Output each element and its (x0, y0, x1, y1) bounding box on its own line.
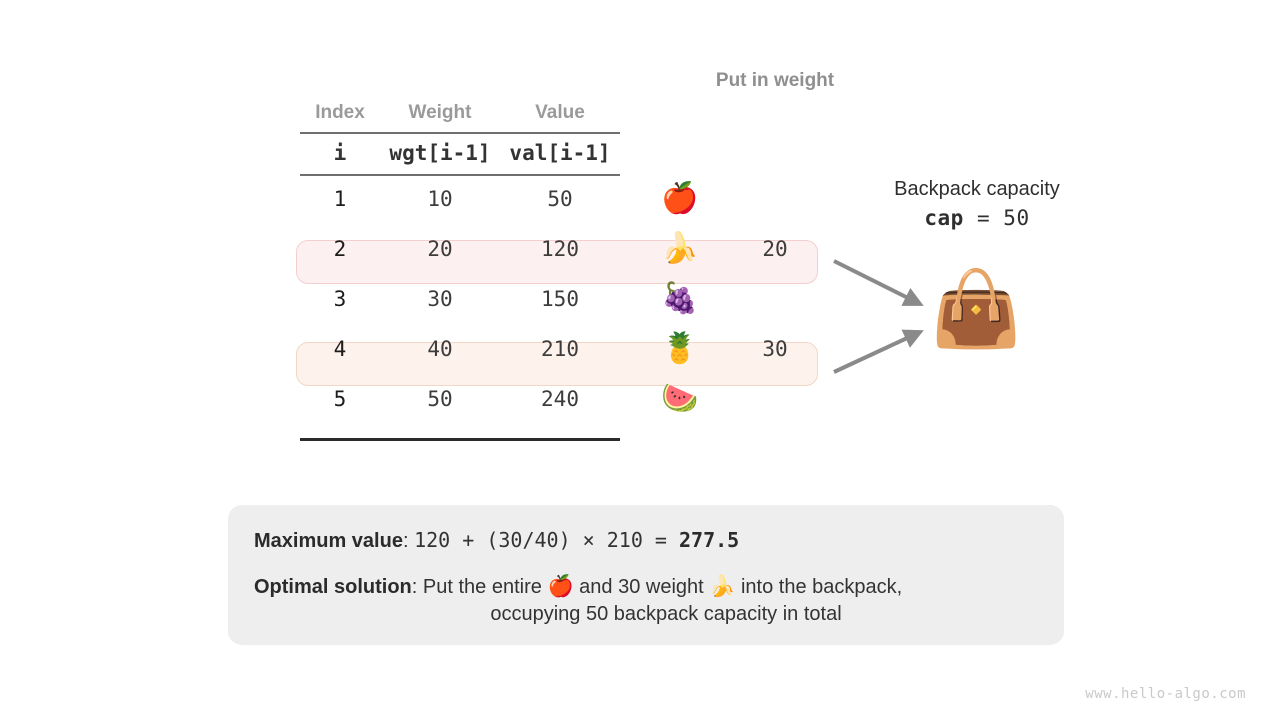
watermark: www.hello-algo.com (1085, 686, 1246, 702)
code-header-wgt: wgt[i-1] (389, 141, 491, 165)
put-in-weight-value (700, 174, 850, 224)
put-in-weight-column: Put in weight 20 30 (700, 70, 850, 424)
apple-icon: 🍎 (661, 182, 699, 215)
table-header-row: Index Weight Value (300, 94, 620, 132)
banana-icon: 🍌 (709, 575, 736, 598)
put-in-weight-value (700, 274, 850, 324)
cell-index: 4 (333, 337, 347, 361)
optimal-solution-text-3: into the backpack, (735, 576, 903, 598)
put-in-weight-value: 30 (762, 337, 788, 361)
cell-value: 210 (541, 337, 579, 361)
capacity-equals-sign: = (976, 206, 991, 230)
row-highlight-2 (296, 240, 818, 284)
table-rule-bottom (300, 438, 620, 441)
code-header-val: val[i-1] (509, 141, 611, 165)
table-rule-middle (300, 174, 620, 176)
cell-weight: 20 (427, 237, 453, 261)
cell-index: 5 (333, 387, 347, 411)
pineapple-icon: 🍍 (661, 332, 699, 365)
table-row: 4 40 210 (300, 324, 620, 374)
knapsack-item-table: Index Weight Value i wgt[i-1] val[i-1] 1… (300, 94, 620, 441)
backpack-capacity-panel: Backpack capacity cap = 50 (866, 176, 1088, 230)
apple-icon: 🍎 (547, 575, 574, 598)
table-row: 1 10 50 (300, 174, 620, 224)
maximum-value-line: Maximum value: 120 + (30/40) × 210 = 277… (254, 527, 1038, 555)
table-row: 2 20 120 (300, 224, 620, 274)
cell-index: 1 (333, 187, 347, 211)
code-header-i: i (333, 141, 347, 165)
table-row: 5 50 240 (300, 374, 620, 424)
arrow-pineapple-to-backpack (833, 329, 924, 374)
capacity-key: cap (924, 206, 964, 230)
capacity-expression: cap = 50 (866, 206, 1088, 230)
header-value: Value (535, 102, 585, 123)
optimal-solution-text-2: and 30 weight (573, 576, 710, 598)
table-code-header-row: i wgt[i-1] val[i-1] (300, 132, 620, 174)
cell-value: 150 (541, 287, 579, 311)
table-rule-top (300, 132, 620, 134)
capacity-title: Backpack capacity (894, 178, 1060, 200)
optimal-solution-colon: : (411, 576, 423, 598)
grapes-icon: 🍇 (661, 282, 699, 315)
capacity-value: 50 (1003, 206, 1030, 230)
maximum-value-equals: = (642, 528, 679, 552)
cell-value: 120 (541, 237, 579, 261)
header-weight: Weight (408, 102, 472, 123)
cell-value: 240 (541, 387, 579, 411)
maximum-value-expression: 120 + (30/40) × 210 (414, 528, 643, 552)
fruit-column: 🍎 🍌 🍇 🍍 🍉 (650, 94, 710, 424)
put-in-weight-label: Put in weight (715, 70, 835, 91)
maximum-value-colon: : (402, 530, 415, 552)
header-index: Index (315, 102, 365, 123)
put-in-weight-value: 20 (762, 237, 788, 261)
cell-weight: 40 (427, 337, 453, 361)
maximum-value-label: Maximum value (254, 530, 403, 552)
arrow-banana-to-backpack (833, 259, 924, 306)
optimal-solution-label: Optimal solution (254, 576, 412, 598)
backpack-icon: 👜 (930, 267, 1023, 350)
arrows-group (833, 259, 924, 374)
optimal-solution-line: Optimal solution: Put the entire 🍎 and 3… (254, 573, 1038, 601)
cell-index: 2 (333, 237, 347, 261)
cell-weight: 50 (427, 387, 453, 411)
optimal-solution-text-1: Put the entire (422, 576, 548, 598)
row-highlight-4 (296, 342, 818, 386)
put-in-weight-value (700, 374, 850, 424)
cell-weight: 10 (427, 187, 453, 211)
table-row: 3 30 150 (300, 274, 620, 324)
cell-weight: 30 (427, 287, 453, 311)
maximum-value-result: 277.5 (678, 528, 740, 552)
cell-index: 3 (333, 287, 347, 311)
banana-icon: 🍌 (661, 232, 699, 265)
watermelon-icon: 🍉 (661, 382, 699, 415)
summary-box: Maximum value: 120 + (30/40) × 210 = 277… (228, 505, 1064, 645)
cell-value: 50 (547, 187, 573, 211)
optimal-solution-line-2: occupying 50 backpack capacity in total (490, 603, 842, 626)
